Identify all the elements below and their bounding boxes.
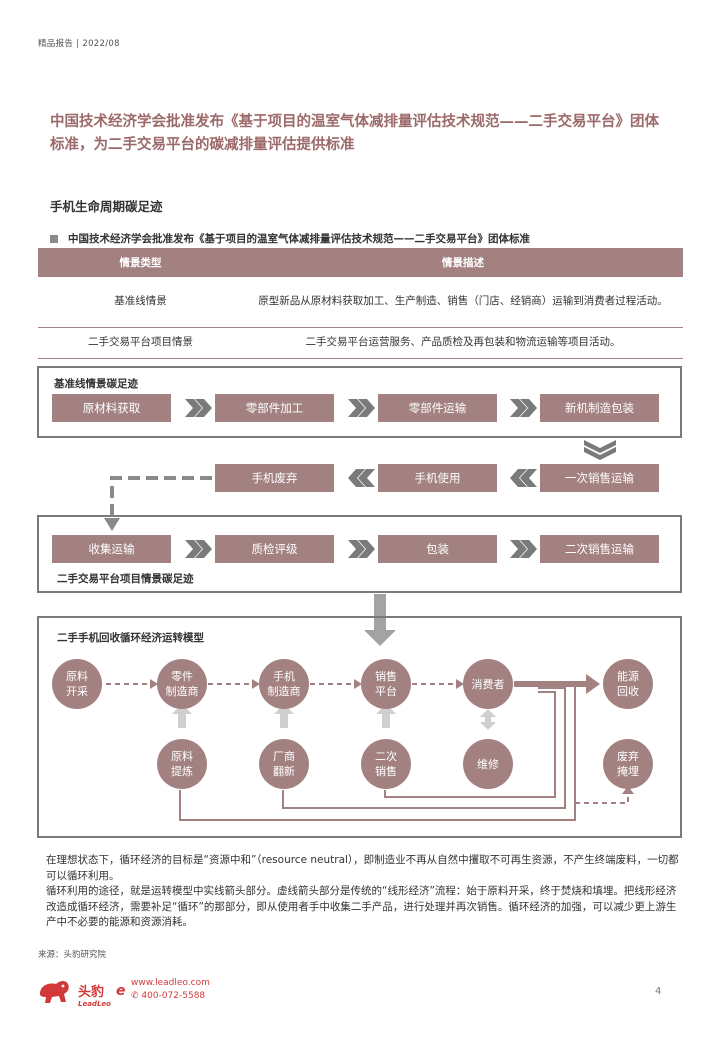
node-raw-mining: 原料 开采 xyxy=(52,659,102,709)
middle-step: 手机使用 xyxy=(378,464,497,492)
node-sales-platform: 销售 平台 xyxy=(361,659,411,709)
chevron-down-icon xyxy=(584,440,616,460)
flow-arrows xyxy=(104,399,616,646)
chevron-right-icon xyxy=(185,399,212,417)
chevron-left-icon xyxy=(510,469,537,487)
arrow-up-icon xyxy=(376,704,396,728)
logo-cn-text: 头豹 xyxy=(78,984,104,1000)
table-caption: 中国技术经济学会批准发布《基于项目的温室气体减排量评估技术规范——二手交易平台》… xyxy=(50,231,530,246)
table-row: 二手交易平台项目情景 二手交易平台运营服务、产品质检及再包装和物流运输等项目活动… xyxy=(38,327,683,359)
leadleo-logo: 头豹 LeadLeo e xyxy=(38,976,138,1008)
body-paragraph: 循环利用的途径，就是运转模型中实线箭头部分。虚线箭头部分是传统的“线形经济”流程… xyxy=(46,885,677,928)
arrow-up-icon xyxy=(172,704,192,728)
table-header-desc: 情景描述 xyxy=(243,248,683,277)
phone-number: ✆ 400-072-5588 xyxy=(131,991,206,1001)
table-cell: 原型新品从原材料获取加工、生产制造、销售（门店、经销商）运输到消费者过程活动。 xyxy=(243,277,683,328)
secondhand-step: 收集运输 xyxy=(52,535,171,563)
chevron-left-icon xyxy=(348,469,375,487)
bullet-square-icon xyxy=(50,234,58,243)
table-cell: 二手交易平台运营服务、产品质检及再包装和物流运输等项目活动。 xyxy=(243,327,683,359)
baseline-step: 原材料获取 xyxy=(52,394,171,422)
baseline-step: 零部件运输 xyxy=(378,394,497,422)
chevron-right-icon xyxy=(510,540,537,558)
node-raw-refining: 原料 提炼 xyxy=(157,739,207,789)
body-text: 在理想状态下，循环经济的目标是“资源中和”（resource neutral），… xyxy=(46,853,686,931)
table-caption-text: 中国技术经济学会批准发布《基于项目的温室气体减排量评估技术规范——二手交易平台》… xyxy=(68,233,530,245)
secondhand-label: 二手交易平台项目情景碳足迹 xyxy=(57,573,194,585)
baseline-step: 零部件加工 xyxy=(215,394,334,422)
arrow-down-icon xyxy=(104,518,120,531)
baseline-frame xyxy=(37,366,682,438)
node-landfill: 废弃 掩埋 xyxy=(603,739,653,789)
node-consumer: 消费者 xyxy=(463,659,513,709)
middle-step: 一次销售运输 xyxy=(540,464,659,492)
table-cell: 二手交易平台项目情景 xyxy=(38,327,243,359)
model-label: 二手手机回收循环经济运转模型 xyxy=(57,632,204,644)
chevron-right-icon xyxy=(348,399,375,417)
page-number: 4 xyxy=(655,986,662,997)
double-arrow-icon xyxy=(480,709,496,730)
arrow-up-icon xyxy=(274,704,294,728)
table-cell: 基准线情景 xyxy=(38,277,243,328)
leopard-logo-icon: 头豹 LeadLeo e xyxy=(40,981,126,1008)
phone-text: 400-072-5588 xyxy=(141,991,206,1001)
baseline-step: 新机制造包装 xyxy=(540,394,659,422)
logo-en-text: LeadLeo xyxy=(78,1000,111,1008)
baseline-label: 基准线情景碳足迹 xyxy=(54,378,138,390)
secondhand-step: 包装 xyxy=(378,535,497,563)
secondhand-step: 质检评级 xyxy=(215,535,334,563)
node-energy-recovery: 能源 回收 xyxy=(603,659,653,709)
table-header-type: 情景类型 xyxy=(38,248,243,277)
chevron-right-icon xyxy=(185,540,212,558)
scenario-table: 情景类型 情景描述 基准线情景 原型新品从原材料获取加工、生产制造、销售（门店、… xyxy=(38,248,683,359)
section-title: 手机生命周期碳足迹 xyxy=(50,199,163,214)
node-refurbish: 厂商 翻新 xyxy=(259,739,309,789)
website-link[interactable]: www.leadleo.com xyxy=(131,978,210,988)
arrow-down-icon xyxy=(364,630,396,646)
chevron-right-icon xyxy=(510,399,537,417)
model-connectors xyxy=(106,674,634,821)
node-parts-maker: 零件 制造商 xyxy=(157,659,207,709)
chevron-right-icon xyxy=(348,540,375,558)
node-repair: 维修 xyxy=(463,739,513,789)
table-header-row: 情景类型 情景描述 xyxy=(38,248,683,277)
big-down-arrow-shaft xyxy=(374,594,386,631)
middle-step: 手机废弃 xyxy=(215,464,334,492)
dashed-return-arrow xyxy=(110,476,212,520)
model-frame xyxy=(37,616,682,838)
report-tag: 精品报告 | 2022/08 xyxy=(38,39,120,49)
secondhand-frame xyxy=(37,515,682,593)
contact-info: www.leadleo.com ✆ 400-072-5588 xyxy=(131,977,210,1003)
secondhand-step: 二次销售运输 xyxy=(540,535,659,563)
node-phone-maker: 手机 制造商 xyxy=(259,659,309,709)
source-note: 来源：头豹研究院 xyxy=(38,950,107,960)
body-paragraph: 在理想状态下，循环经济的目标是“资源中和”（resource neutral），… xyxy=(46,854,679,882)
page-headline: 中国技术经济学会批准发布《基于项目的温室气体减排量评估技术规范——二手交易平台》… xyxy=(50,114,659,153)
node-resale: 二次 销售 xyxy=(361,739,411,789)
table-row: 基准线情景 原型新品从原材料获取加工、生产制造、销售（门店、经销商）运输到消费者… xyxy=(38,277,683,328)
svg-text:e: e xyxy=(116,983,126,999)
